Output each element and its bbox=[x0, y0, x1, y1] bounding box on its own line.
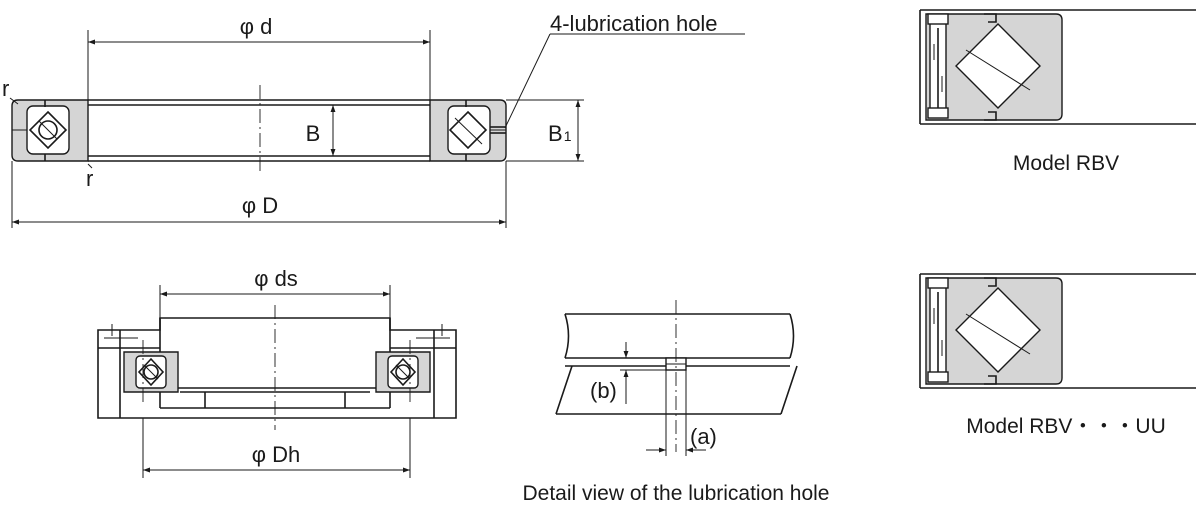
lubrication-hole-detail: (b) (a) bbox=[555, 300, 798, 456]
label-phi-ds: φ ds bbox=[254, 266, 298, 291]
label-r-top: r bbox=[2, 76, 9, 101]
model-rbv-uu-section: Model RBV・・・UU bbox=[919, 273, 1196, 438]
label-phi-Dh: φ Dh bbox=[252, 442, 301, 467]
housing-assembly: φ ds φ Dh bbox=[97, 266, 457, 478]
label-b1: B1 bbox=[548, 121, 572, 146]
label-b: B bbox=[306, 121, 321, 146]
model-rbv-section: Model RBV bbox=[919, 9, 1196, 175]
label-lubrication-hole: 4-lubrication hole bbox=[550, 11, 718, 36]
label-phi-D: φ D bbox=[242, 193, 278, 218]
caption-model-rbv-uu: Model RBV・・・UU bbox=[966, 415, 1166, 438]
label-b-detail: (b) bbox=[590, 378, 617, 403]
caption-model-rbv: Model RBV bbox=[1013, 152, 1119, 175]
main-cross-section: φ d B B1 r r φ D 4-lubrication hole bbox=[2, 11, 745, 228]
label-phi-d: φ d bbox=[240, 14, 273, 39]
label-a-detail: (a) bbox=[690, 424, 717, 449]
label-r-bottom: r bbox=[86, 166, 93, 191]
caption-detail-view: Detail view of the lubrication hole bbox=[522, 482, 829, 505]
